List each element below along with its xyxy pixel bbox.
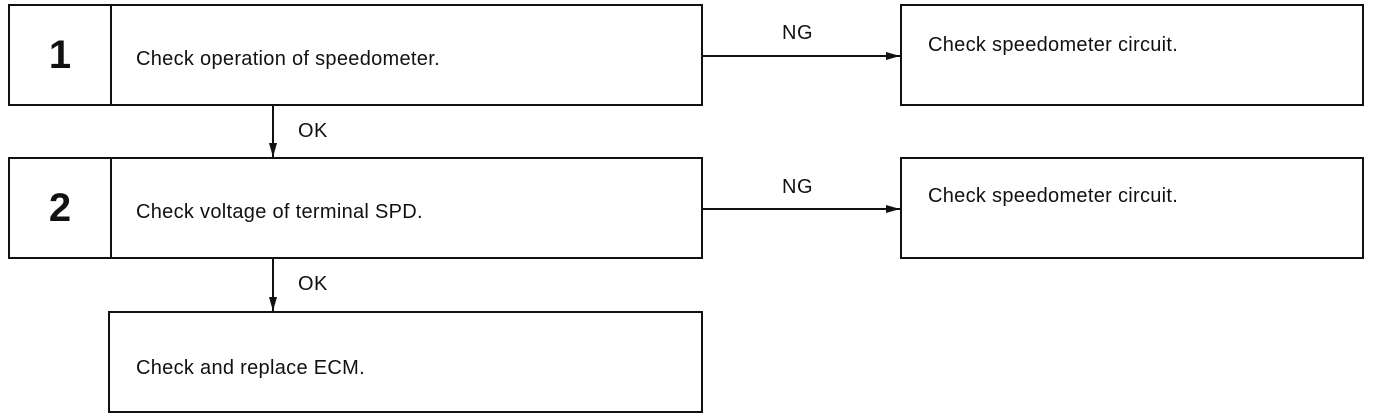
step-1-ng-result-text: Check speedometer circuit.	[928, 34, 1179, 56]
step-2-ng-label: NG	[782, 176, 813, 198]
step-1-ng-result-box: Check speedometer circuit.	[900, 4, 1364, 106]
step-2-box: 2 Check voltage of terminal SPD.	[8, 157, 703, 259]
step-2-ng-result-text: Check speedometer circuit.	[928, 185, 1179, 207]
step-1-text: Check operation of speedometer.	[136, 48, 440, 70]
step-2-ng-result-box: Check speedometer circuit.	[900, 157, 1364, 259]
step-1-ng-label: NG	[782, 22, 813, 44]
step-1-ok-arrowhead	[269, 143, 277, 157]
step-2-ok-arrowhead	[269, 297, 277, 311]
step-2-text: Check voltage of terminal SPD.	[136, 201, 423, 223]
step-1-ok-label: OK	[298, 120, 328, 142]
step-2-number: 2	[10, 159, 112, 257]
final-text: Check and replace ECM.	[136, 357, 365, 379]
step-2-ok-label: OK	[298, 273, 328, 295]
step-1-box: 1 Check operation of speedometer.	[8, 4, 703, 106]
final-box: Check and replace ECM.	[108, 311, 703, 413]
step-1-number: 1	[10, 6, 112, 104]
